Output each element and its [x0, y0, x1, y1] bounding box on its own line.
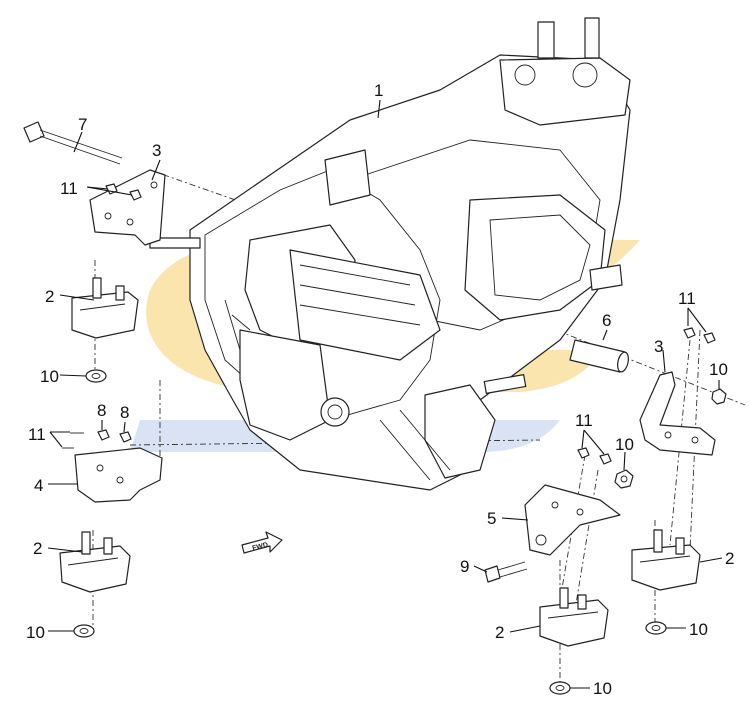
- washer-right-lower: [645, 621, 667, 635]
- callout-5: 5: [487, 509, 496, 528]
- callout-11-upper-left: 11: [60, 179, 78, 198]
- callout-10-upper-left: 10: [40, 367, 59, 386]
- callout-2-upper-left: 2: [45, 287, 54, 306]
- callout-2-right: 2: [725, 549, 734, 568]
- bolt-9: [484, 561, 528, 583]
- callout-4: 4: [34, 476, 43, 495]
- bracket-center: [524, 484, 621, 556]
- rubber-mount-center: [539, 587, 609, 647]
- bracket-right: [639, 371, 716, 456]
- callout-11-center: 11: [575, 411, 593, 430]
- callout-3-left: 3: [152, 141, 161, 160]
- washer-upper-left: [85, 369, 107, 383]
- callout-10-lower-left: 10: [26, 623, 45, 642]
- washer-lower-left: [73, 624, 95, 638]
- callout-1: 1: [374, 81, 383, 100]
- nut-right: [711, 388, 727, 405]
- callout-10-bottom: 10: [593, 679, 612, 698]
- spacer-tube: [569, 339, 629, 373]
- callout-11-right: 11: [678, 289, 696, 308]
- leader-lines: [47, 99, 723, 689]
- bracket-left-lower: [74, 447, 163, 503]
- callout-8-b: 8: [120, 403, 129, 422]
- callout-2-lower-left: 2: [33, 539, 42, 558]
- long-bolt: [23, 121, 123, 165]
- callout-2-center: 2: [495, 623, 504, 642]
- callout-10-center-nut: 10: [615, 435, 634, 454]
- forward-direction-arrow: FWD: [241, 531, 283, 554]
- bracket-left-upper: [89, 169, 166, 246]
- callout-11-mid-left: 11: [28, 425, 46, 444]
- callout-6: 6: [602, 311, 611, 330]
- rubber-mount-right: [631, 529, 701, 591]
- callout-7: 7: [78, 115, 87, 134]
- fwd-label: FWD: [252, 542, 269, 553]
- callout-8-a: 8: [97, 401, 106, 420]
- rubber-mount-upper-left: [71, 277, 139, 339]
- callout-10-right-nut: 10: [709, 360, 728, 379]
- callout-10-right-lower: 10: [689, 620, 708, 639]
- engine-assembly: [149, 17, 631, 491]
- nut-center: [614, 469, 634, 489]
- washer-bottom: [549, 681, 571, 695]
- callout-3-right: 3: [654, 337, 663, 356]
- callout-9: 9: [460, 557, 469, 576]
- callout-numbers: 1 7 3 11 2 10 8 8 11 4 2 10 6 11 3 10 11…: [26, 81, 734, 698]
- rubber-mount-lower-left: [59, 531, 131, 593]
